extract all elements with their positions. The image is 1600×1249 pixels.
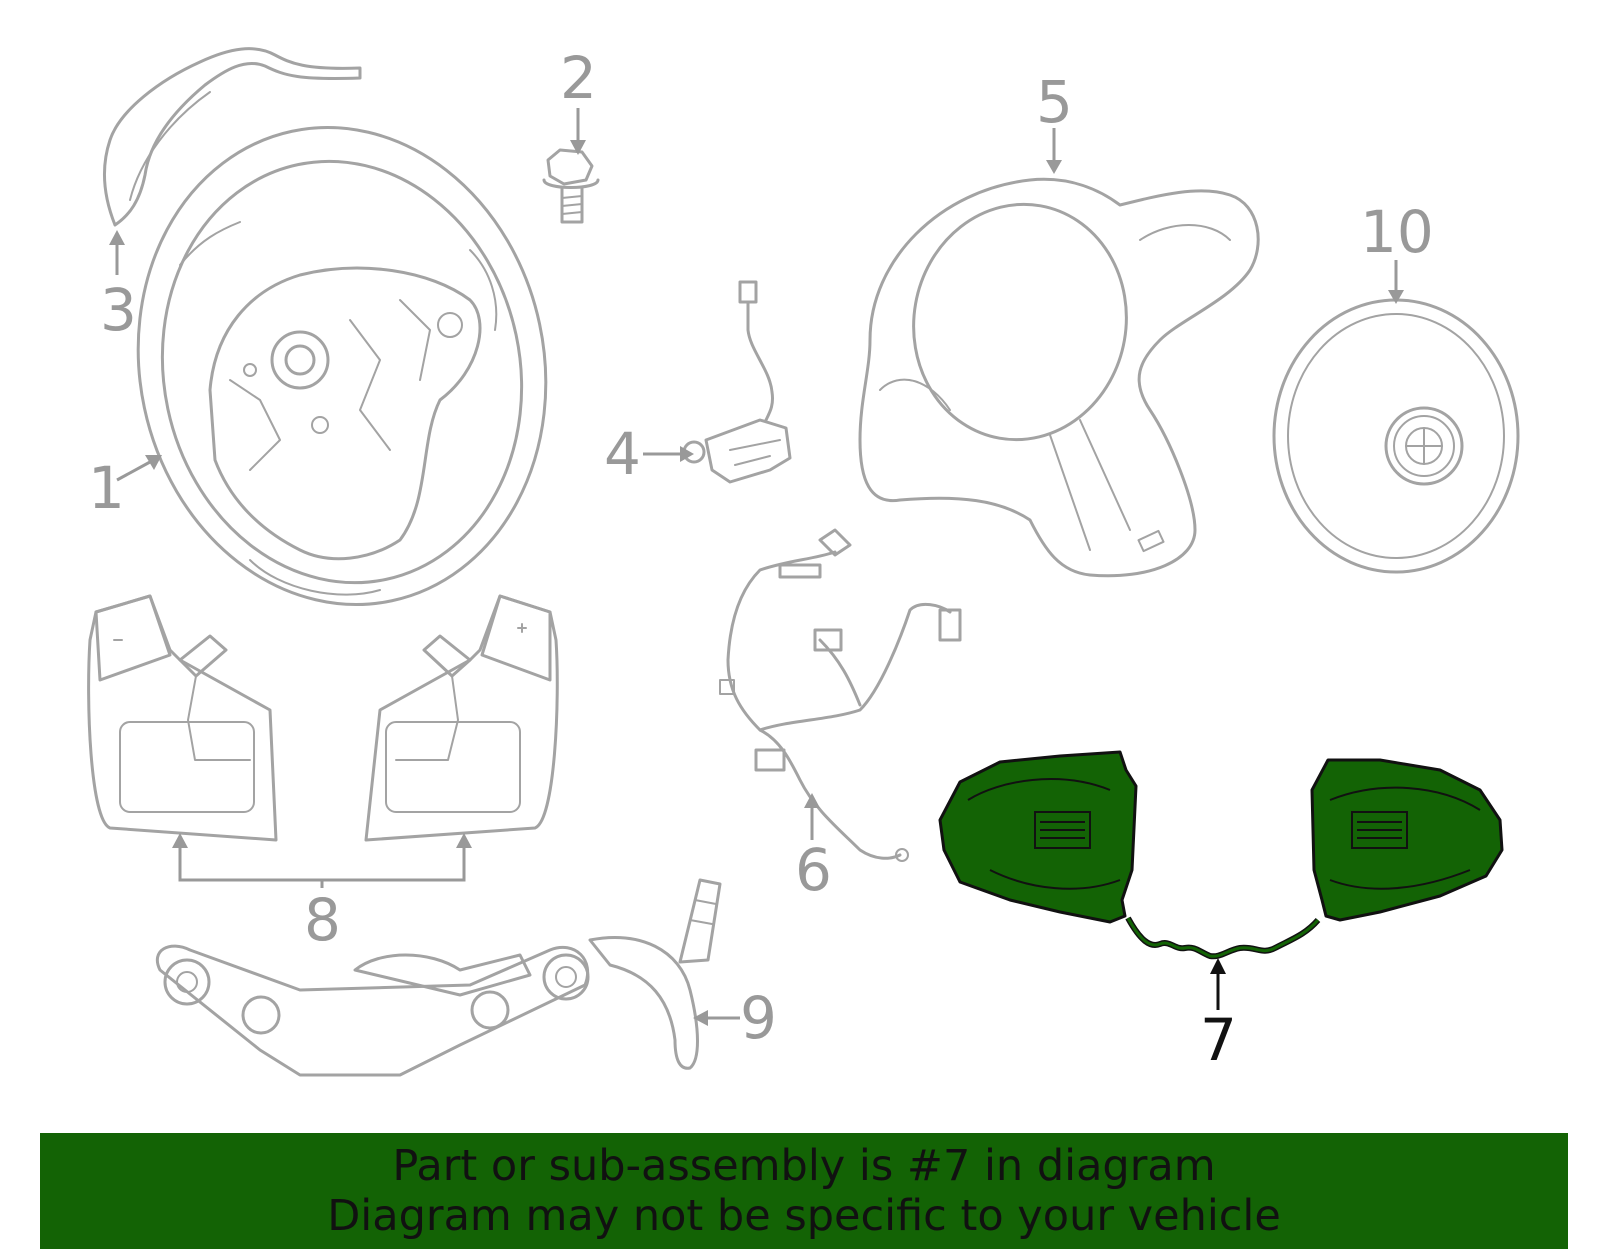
callout-7: 7 xyxy=(1200,1006,1237,1074)
callout-2: 2 xyxy=(560,44,597,112)
callout-labels: 1 2 3 4 5 6 7 8 9 10 xyxy=(88,44,1434,1074)
part-4-sensor[interactable] xyxy=(682,280,792,484)
part-1-steering-wheel[interactable] xyxy=(95,89,590,643)
part-3-trim-cover[interactable] xyxy=(103,47,362,227)
part-10-airbag[interactable] xyxy=(1272,298,1520,574)
info-banner: Part or sub-assembly is #7 in diagram Di… xyxy=(40,1133,1568,1249)
callout-3: 3 xyxy=(100,276,137,344)
callout-8: 8 xyxy=(304,886,341,954)
callout-1: 1 xyxy=(88,454,125,522)
banner-line-1: Part or sub-assembly is #7 in diagram xyxy=(392,1141,1216,1191)
banner-line-2: Diagram may not be specific to your vehi… xyxy=(327,1191,1281,1241)
part-8-switch-modules[interactable] xyxy=(87,594,559,842)
part-2-bolt[interactable] xyxy=(542,148,600,224)
callout-5: 5 xyxy=(1036,68,1073,136)
part-7-switch-assembly[interactable] xyxy=(938,750,1504,960)
callout-4: 4 xyxy=(604,420,641,488)
callout-10: 10 xyxy=(1360,198,1434,266)
callout-6: 6 xyxy=(795,836,832,904)
part-5-trim-housing[interactable] xyxy=(858,177,1260,578)
part-6-wiring-harness[interactable] xyxy=(719,528,962,862)
callout-arrows xyxy=(109,108,1404,1026)
callout-9: 9 xyxy=(740,984,777,1052)
part-9-switch-bracket[interactable] xyxy=(155,878,722,1077)
